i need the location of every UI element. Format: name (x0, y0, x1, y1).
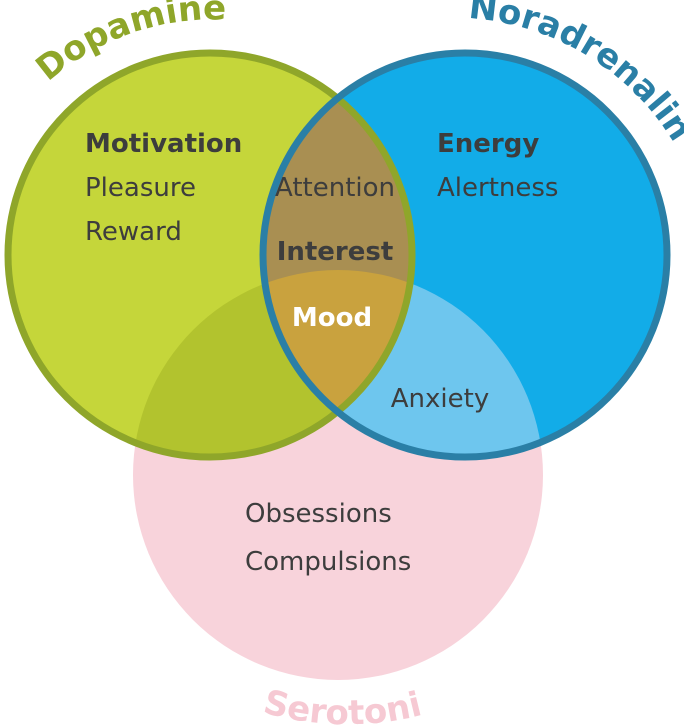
pleasure-label: Pleasure (85, 173, 196, 203)
attention-label: Attention (275, 173, 395, 203)
mood-label: Mood (292, 303, 372, 333)
noradrenaline-outline (259, 49, 671, 461)
dopamine-serotonin-overlap (133, 270, 412, 457)
motivation-label: Motivation (85, 129, 242, 159)
anxiety-label: Anxiety (391, 384, 489, 414)
noradrenaline-serotonin-overlap (263, 270, 543, 457)
compulsions-label: Compulsions (245, 547, 411, 577)
reward-label: Reward (85, 217, 182, 247)
dopamine-outline (4, 49, 416, 461)
interest-label: Interest (277, 237, 394, 267)
obsessions-label: Obsessions (245, 499, 392, 529)
alertness-label: Alertness (437, 173, 558, 203)
energy-label: Energy (437, 129, 539, 159)
